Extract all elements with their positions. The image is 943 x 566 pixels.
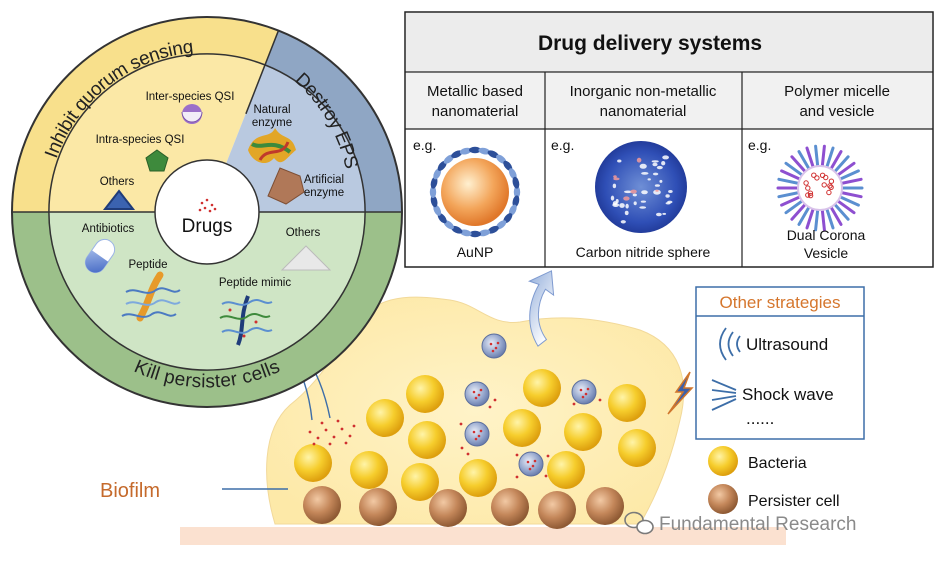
others-triangle-icon xyxy=(102,189,136,210)
lightning-icon xyxy=(667,371,694,415)
bacterium xyxy=(564,413,602,451)
drug-vesicle xyxy=(464,381,490,407)
dds-table: Drug delivery systems Metallic based nan… xyxy=(404,11,934,268)
intra-species-qsi-icon xyxy=(145,149,169,172)
dds-eg-3: e.g. xyxy=(748,137,771,153)
drugs-dots xyxy=(198,198,217,213)
natural-enzyme-label-2: enzyme xyxy=(252,117,292,129)
persister-cell xyxy=(429,489,467,527)
antibiotics-label: Antibiotics xyxy=(82,223,135,235)
bacterium xyxy=(406,375,444,413)
wheel-outer-border xyxy=(11,16,403,408)
dds-title-bg xyxy=(406,13,932,72)
persister-cell xyxy=(303,486,341,524)
intra-species-qsi-label: Intra-species QSI xyxy=(96,134,185,146)
carbon-nitride-label: Carbon nitride sphere xyxy=(576,244,711,260)
persister-cell xyxy=(491,488,529,526)
inter-species-qsi-icon xyxy=(181,104,203,124)
dds-col3-header-2: and vesicle xyxy=(799,103,874,120)
delivery-arrow xyxy=(527,270,555,347)
peptide-mimic-icon xyxy=(219,295,273,346)
dds-col1-header-2: nanomaterial xyxy=(432,103,519,120)
peptide-label: Peptide xyxy=(128,259,167,271)
artificial-enzyme-label-1: Artificial xyxy=(304,174,344,186)
substrate-surface xyxy=(180,527,786,545)
other-strategies-box: Other strategies Ultrasound Shock wave .… xyxy=(695,286,865,440)
drug-vesicle xyxy=(571,379,597,405)
drugs-label: Drugs xyxy=(182,216,233,237)
dds-col2-header-2: nanomaterial xyxy=(600,103,687,120)
aunp-illustration xyxy=(429,146,521,238)
dds-eg-1: e.g. xyxy=(413,137,436,153)
persister-cell xyxy=(359,488,397,526)
dds-col2-header-1: Inorganic non-metallic xyxy=(570,83,717,100)
others-cone-icon xyxy=(280,245,332,271)
natural-enzyme-label-1: Natural xyxy=(253,104,290,116)
biofilm-label: Biofilm xyxy=(100,480,160,502)
persister-cells xyxy=(303,486,624,529)
peptide-icon xyxy=(121,271,181,322)
persister-cell xyxy=(538,491,576,529)
drug-vesicle xyxy=(464,421,490,447)
watermark: Fundamental Research xyxy=(624,511,857,535)
artificial-enzyme-icon xyxy=(267,167,305,205)
shock-wave-label: Shock wave xyxy=(742,385,834,404)
strategies-ellipsis: ...... xyxy=(746,409,774,428)
legend-bacteria-swatch xyxy=(708,446,738,476)
dual-corona-label-1: Dual Corona xyxy=(787,227,866,243)
ring-eps xyxy=(264,30,402,213)
bacterium xyxy=(366,399,404,437)
ultrasound-label: Ultrasound xyxy=(746,335,828,354)
dds-eg-2: e.g. xyxy=(551,137,574,153)
other-strategies-title: Other strategies xyxy=(720,293,841,312)
aunp-label: AuNP xyxy=(457,244,494,260)
bacterium xyxy=(459,459,497,497)
drug-vesicle-released xyxy=(481,333,507,359)
bacterium xyxy=(401,463,439,501)
ultrasound-icon xyxy=(719,327,741,361)
artificial-enzyme-label-2: enzyme xyxy=(304,187,344,199)
bacterium xyxy=(408,421,446,459)
bacterium xyxy=(618,429,656,467)
bacterium xyxy=(608,384,646,422)
watermark-text: Fundamental Research xyxy=(659,514,857,535)
dds-col1-header-1: Metallic based xyxy=(427,83,523,100)
legend-bacteria-label: Bacteria xyxy=(748,455,807,472)
legend-persister-swatch xyxy=(708,484,738,514)
persister-cell xyxy=(586,487,624,525)
bacteria-cells xyxy=(294,369,656,501)
legend-persister-label: Persister cell xyxy=(748,493,840,510)
wheel-inner-border xyxy=(48,53,366,371)
natural-enzyme-icon xyxy=(248,128,296,164)
peptide-mimic-label: Peptide mimic xyxy=(219,277,291,289)
dds-title: Drug delivery systems xyxy=(538,32,762,55)
bacterium xyxy=(294,444,332,482)
antibiotics-pill-icon xyxy=(84,238,116,274)
legend: Bacteria Persister cell xyxy=(708,446,840,514)
dual-corona-label-2: Vesicle xyxy=(804,245,849,261)
sector-kill xyxy=(48,212,366,371)
bacterium xyxy=(350,451,388,489)
others-left-label: Others xyxy=(100,176,135,188)
bacterium xyxy=(503,409,541,447)
inter-species-qsi-label: Inter-species QSI xyxy=(146,91,235,103)
drugs-center xyxy=(154,159,260,265)
dds-col3-header-1: Polymer micelle xyxy=(784,83,890,100)
released-drug-dots xyxy=(308,398,602,479)
wechat-icon xyxy=(624,511,654,535)
carbon-nitride-illustration xyxy=(595,141,687,233)
bacterium xyxy=(547,451,585,489)
drug-vesicles xyxy=(464,333,597,477)
shock-wave-icon xyxy=(711,379,737,411)
strategy-wheel: Drugs Inhibit quorum sensing Destroy EPS… xyxy=(11,16,403,408)
ring-kill xyxy=(12,212,402,407)
others-right-label: Others xyxy=(286,227,321,239)
dual-corona-vesicle-illustration xyxy=(776,144,864,232)
drug-vesicle xyxy=(518,451,544,477)
bacterium xyxy=(523,369,561,407)
